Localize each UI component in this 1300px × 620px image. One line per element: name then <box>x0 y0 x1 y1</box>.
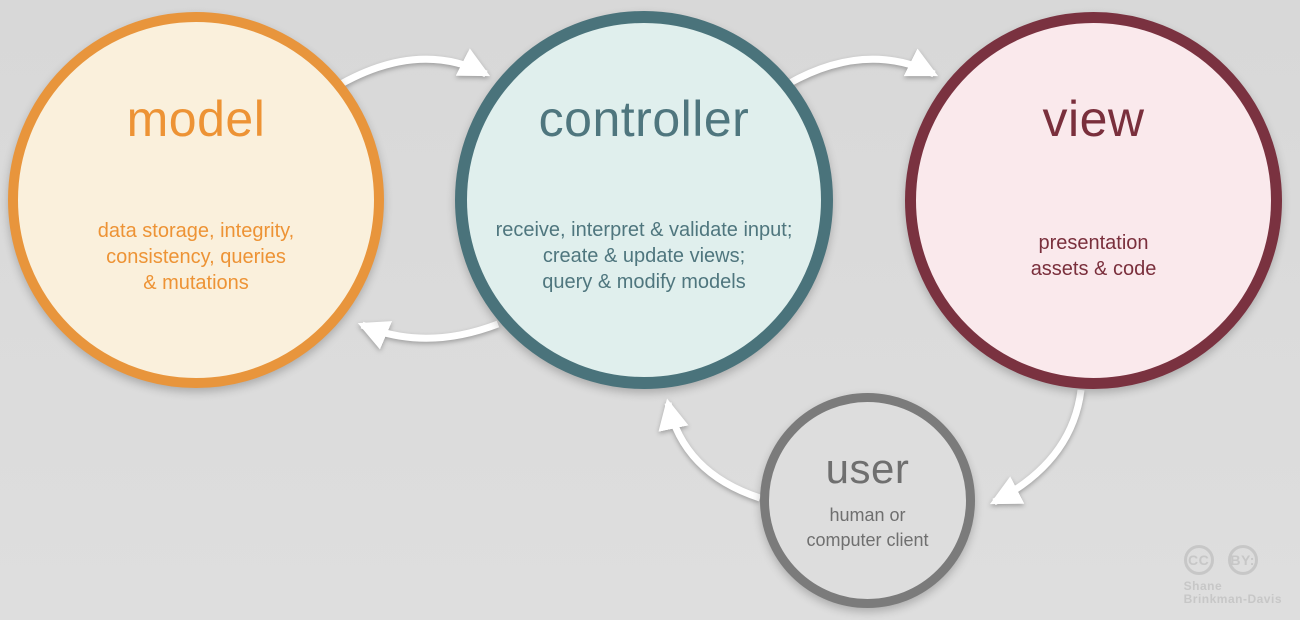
arrow-controller-to-model <box>357 320 500 350</box>
model-description: data storage, integrity, consistency, qu… <box>18 218 374 296</box>
author-name-line: Brinkman-Davis <box>1183 592 1282 606</box>
cc-by-badges: CC BY: <box>1183 545 1282 575</box>
controller-title: controller <box>538 91 750 147</box>
model-description-line: & mutations <box>143 272 249 294</box>
view-node: view presentation assets & code <box>905 12 1282 389</box>
view-title: view <box>1042 91 1145 147</box>
author-name-line: Shane <box>1183 579 1223 593</box>
user-node: user human or computer client <box>760 393 975 608</box>
view-description: presentation assets & code <box>916 230 1271 282</box>
model-description-line: data storage, integrity, <box>97 220 295 242</box>
arrow-user-to-controller <box>658 398 762 502</box>
view-description-line: presentation <box>1038 232 1149 254</box>
user-description: human or computer client <box>769 503 966 553</box>
user-description-line: computer client <box>806 530 929 550</box>
controller-description-line: receive, interpret & validate input; <box>495 219 793 241</box>
author-name: Shane Brinkman-Davis <box>1184 580 1282 606</box>
user-title: user <box>825 445 910 492</box>
arrow-view-to-user <box>989 389 1085 506</box>
arrow-controller-to-view <box>786 48 939 88</box>
license-credit: CC BY: Shane Brinkman-Davis <box>1183 545 1282 606</box>
by-icon: BY: <box>1227 545 1258 575</box>
controller-description-line: query & modify models <box>542 271 746 293</box>
view-description-line: assets & code <box>1030 258 1157 280</box>
model-description-line: consistency, queries <box>106 246 286 268</box>
cc-icon: CC <box>1183 545 1214 575</box>
arrow-model-to-controller <box>339 48 491 88</box>
controller-node: controller receive, interpret & validate… <box>455 11 833 389</box>
controller-description-line: create & update views; <box>542 245 746 267</box>
model-title: model <box>126 91 266 147</box>
user-description-line: human or <box>829 505 906 525</box>
controller-description: receive, interpret & validate input; cre… <box>467 217 821 295</box>
model-node: model data storage, integrity, consisten… <box>8 12 384 388</box>
